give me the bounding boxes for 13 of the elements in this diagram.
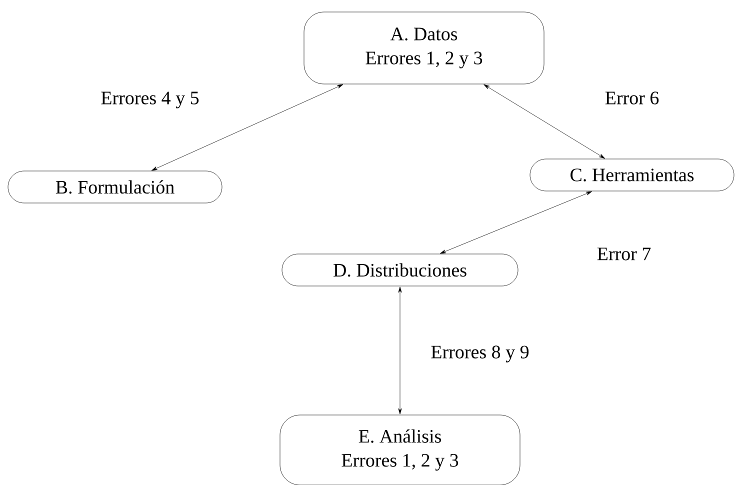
rounded-box: D. Distribuciones bbox=[282, 254, 518, 286]
arrow bbox=[151, 84, 344, 171]
rounded-box: E. Análisis Errores 1, 2 y 3 bbox=[280, 414, 520, 485]
edge-label: Errores 4 y 5 bbox=[100, 90, 200, 110]
rounded-box: B. Formulación bbox=[8, 170, 222, 204]
arrow bbox=[440, 191, 592, 254]
edge-label: Error 6 bbox=[604, 90, 660, 106]
edge-label: Error 7 bbox=[596, 246, 652, 262]
arrow bbox=[484, 84, 606, 159]
rounded-box: A. Datos Errores 1, 2 y 3 bbox=[304, 12, 544, 84]
rounded-box: C. Herramientas bbox=[530, 158, 734, 192]
arrow bbox=[398, 286, 402, 414]
edge-label: Errores 8 y 9 bbox=[430, 344, 530, 364]
